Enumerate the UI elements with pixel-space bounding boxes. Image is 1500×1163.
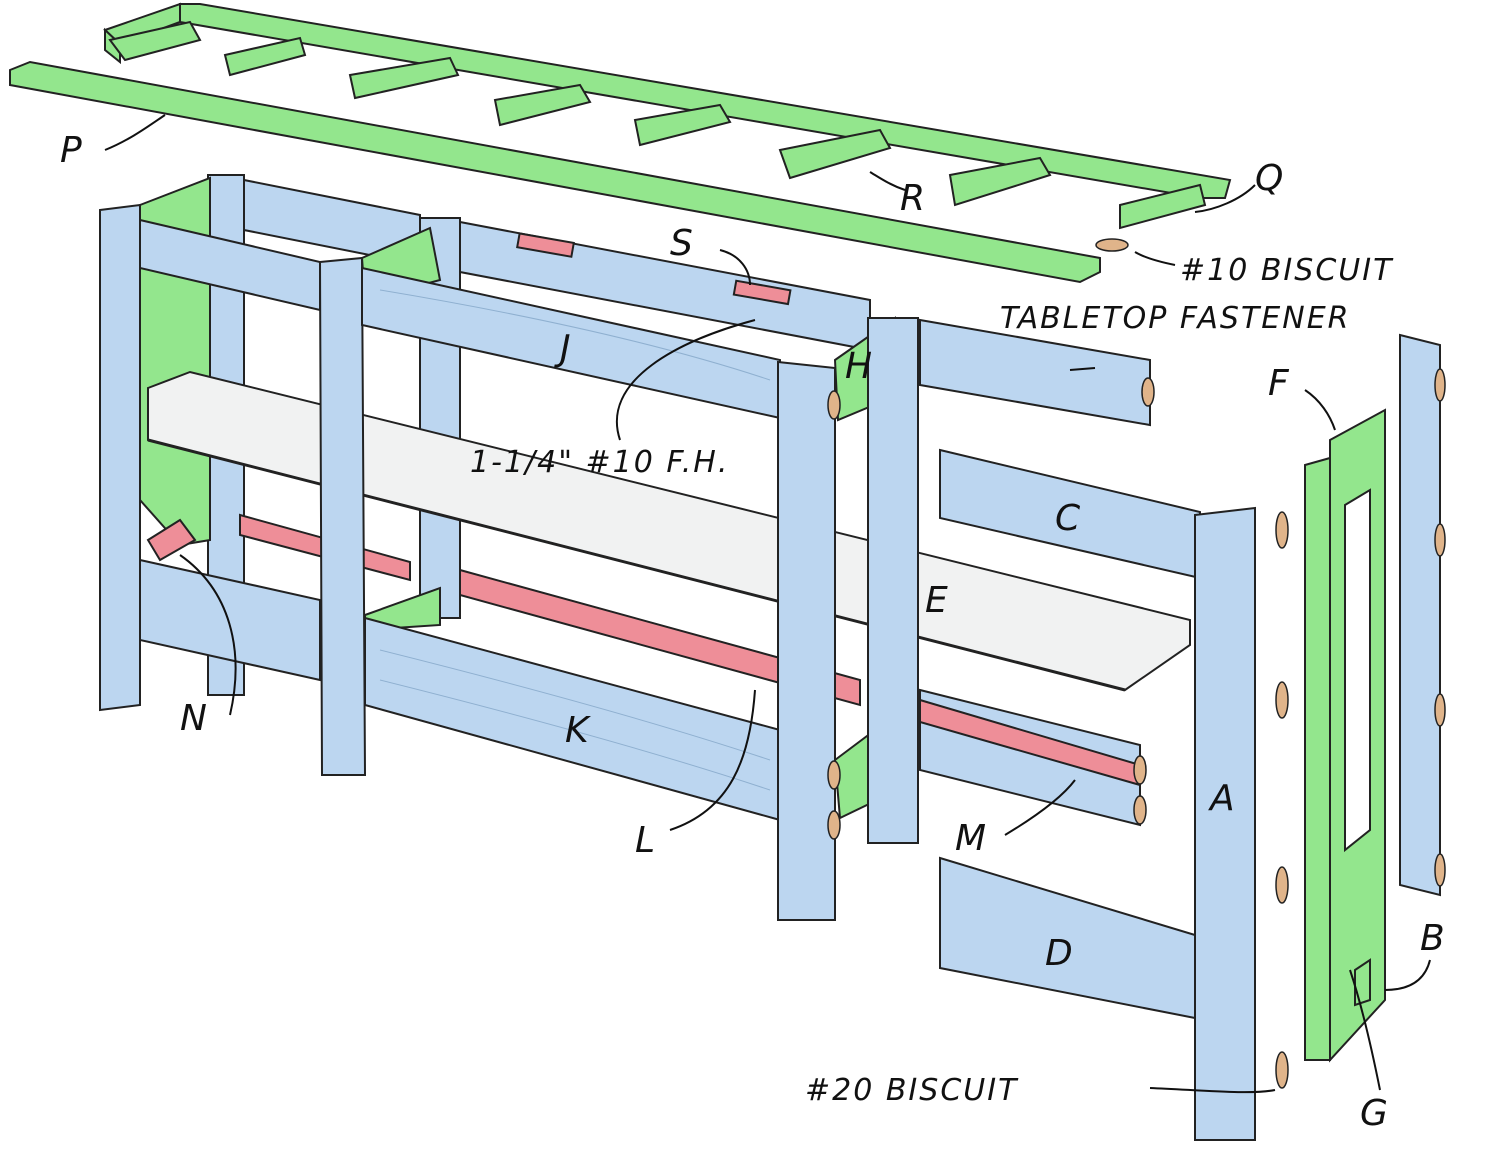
biscuits-h [827,377,1155,840]
label-a: A [1208,778,1237,819]
label-p: P [60,130,84,171]
callout-screw: 1-1/4" #10 F.H. [470,445,729,480]
cleat-l [459,568,861,707]
callout-biscuit-10: #10 BISCUIT [1180,253,1394,288]
label-e: E [925,580,950,621]
label-s: S [670,223,695,264]
side-frame-f-g [1304,408,1386,1063]
label-m: M [955,818,988,859]
label-f: F [1268,363,1291,404]
label-r: R [900,178,927,219]
label-q: Q [1255,158,1285,199]
front-frame [99,203,919,921]
front-rail-p [9,60,1101,284]
label-h: H [845,346,874,387]
top-frame-q [103,2,1232,230]
callout-biscuit-20: #20 BISCUIT [805,1073,1019,1108]
label-c: C [1055,498,1082,539]
cleat-n [146,518,197,562]
cleat-s-1 [516,232,575,258]
callout-tabletop-fastener: TABLETOP FASTENER [1000,301,1351,336]
label-l: L [635,820,657,861]
label-d: D [1045,933,1075,974]
label-k: K [565,710,591,751]
cleat-s-2 [732,279,792,306]
biscuit-10 [1095,238,1129,252]
cleat-m [919,698,1141,787]
label-n: N [180,698,209,739]
leader-lines [104,114,1431,1094]
rungs-r [108,20,1207,230]
label-b: B [1420,918,1447,959]
label-g: G [1360,1093,1390,1134]
leg-a [1194,506,1256,1141]
strip-b [1399,333,1441,897]
biscuits-20 [1275,511,1289,1089]
biscuits-b [1434,368,1446,887]
